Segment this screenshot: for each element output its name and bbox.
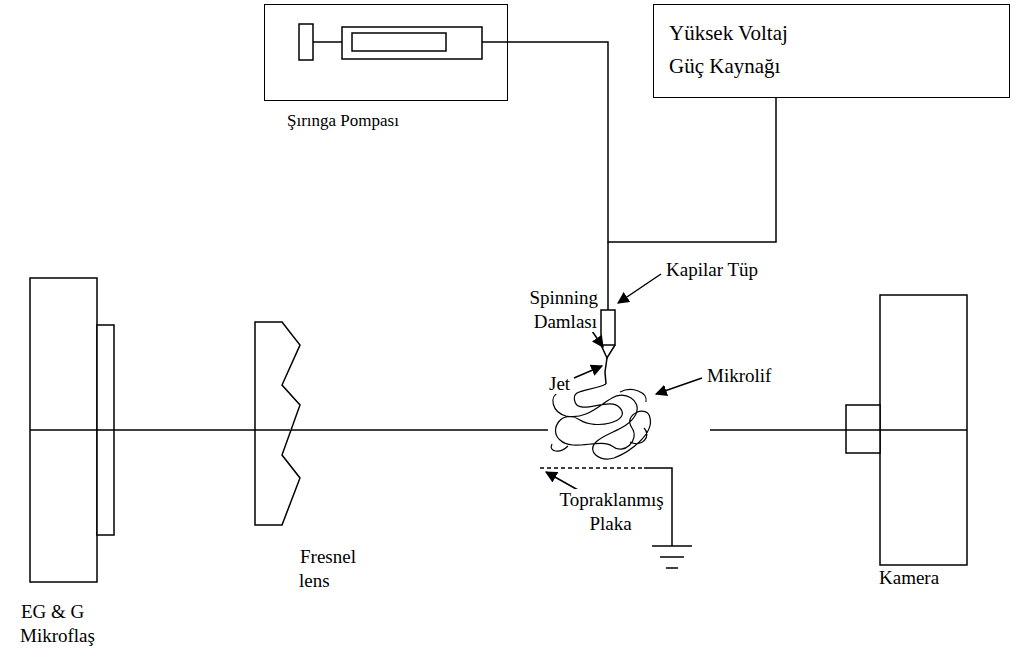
optical-axis (255, 429, 290, 431)
leader-arrow (656, 378, 702, 394)
fresnel-lens (255, 322, 300, 525)
capillary-tube (601, 310, 615, 345)
ground-symbol (652, 545, 692, 547)
ground-symbol (660, 556, 684, 558)
syringe-plunger (352, 33, 446, 51)
leader-arrow (574, 366, 602, 378)
microfiber-tangle (551, 384, 650, 459)
label-holder: Mikrolif (706, 364, 806, 388)
spinning-drop (601, 345, 615, 358)
part-label: EG & G Mikroflaş (20, 601, 96, 646)
part-label: Kapilar Tüp (665, 259, 759, 280)
part-label: Topraklanmış Plaka (558, 489, 663, 534)
label-holder: Kamera (878, 566, 978, 590)
ground-symbol (666, 567, 678, 569)
syringe-barrel (342, 27, 482, 59)
plunger-head (299, 24, 313, 60)
label-holder: Spinning Damlası (500, 286, 598, 334)
label-holder: Kapilar Tüp (665, 258, 795, 282)
leader-arrow (618, 274, 661, 303)
grounded-plate (540, 467, 644, 469)
leader-arrow (546, 472, 578, 490)
part-label: Mikrolif (706, 365, 772, 386)
pump-box: Şırınga Pompası (264, 4, 508, 101)
svg-part (30, 24, 967, 582)
label-holder: Jet (548, 372, 588, 396)
optical-axis (30, 429, 114, 431)
part-label: Kamera (878, 567, 940, 588)
label-holder: EG & G Mikroflaş (20, 600, 120, 648)
part-label: Spinning Damlası (528, 287, 598, 332)
camera-lens (846, 405, 880, 453)
jet-line (605, 358, 607, 384)
power-supply-box: Yüksek Voltaj Güç Kaynağı (653, 4, 1010, 98)
optical-axis (30, 429, 548, 431)
feed-tube (607, 242, 609, 310)
plunger-rod (313, 41, 342, 43)
feed-tube (482, 41, 508, 43)
optical-axis (846, 429, 967, 431)
part-label: Jet (548, 373, 571, 394)
device-label: Şırınga Pompası (287, 110, 487, 132)
label-holder: Fresnel lens (299, 545, 374, 593)
box-text: Yüksek Voltaj Güç Kaynağı (669, 17, 819, 83)
label-holder: Topraklanmış Plaka (555, 488, 667, 536)
part-label: Fresnel lens (299, 546, 356, 591)
